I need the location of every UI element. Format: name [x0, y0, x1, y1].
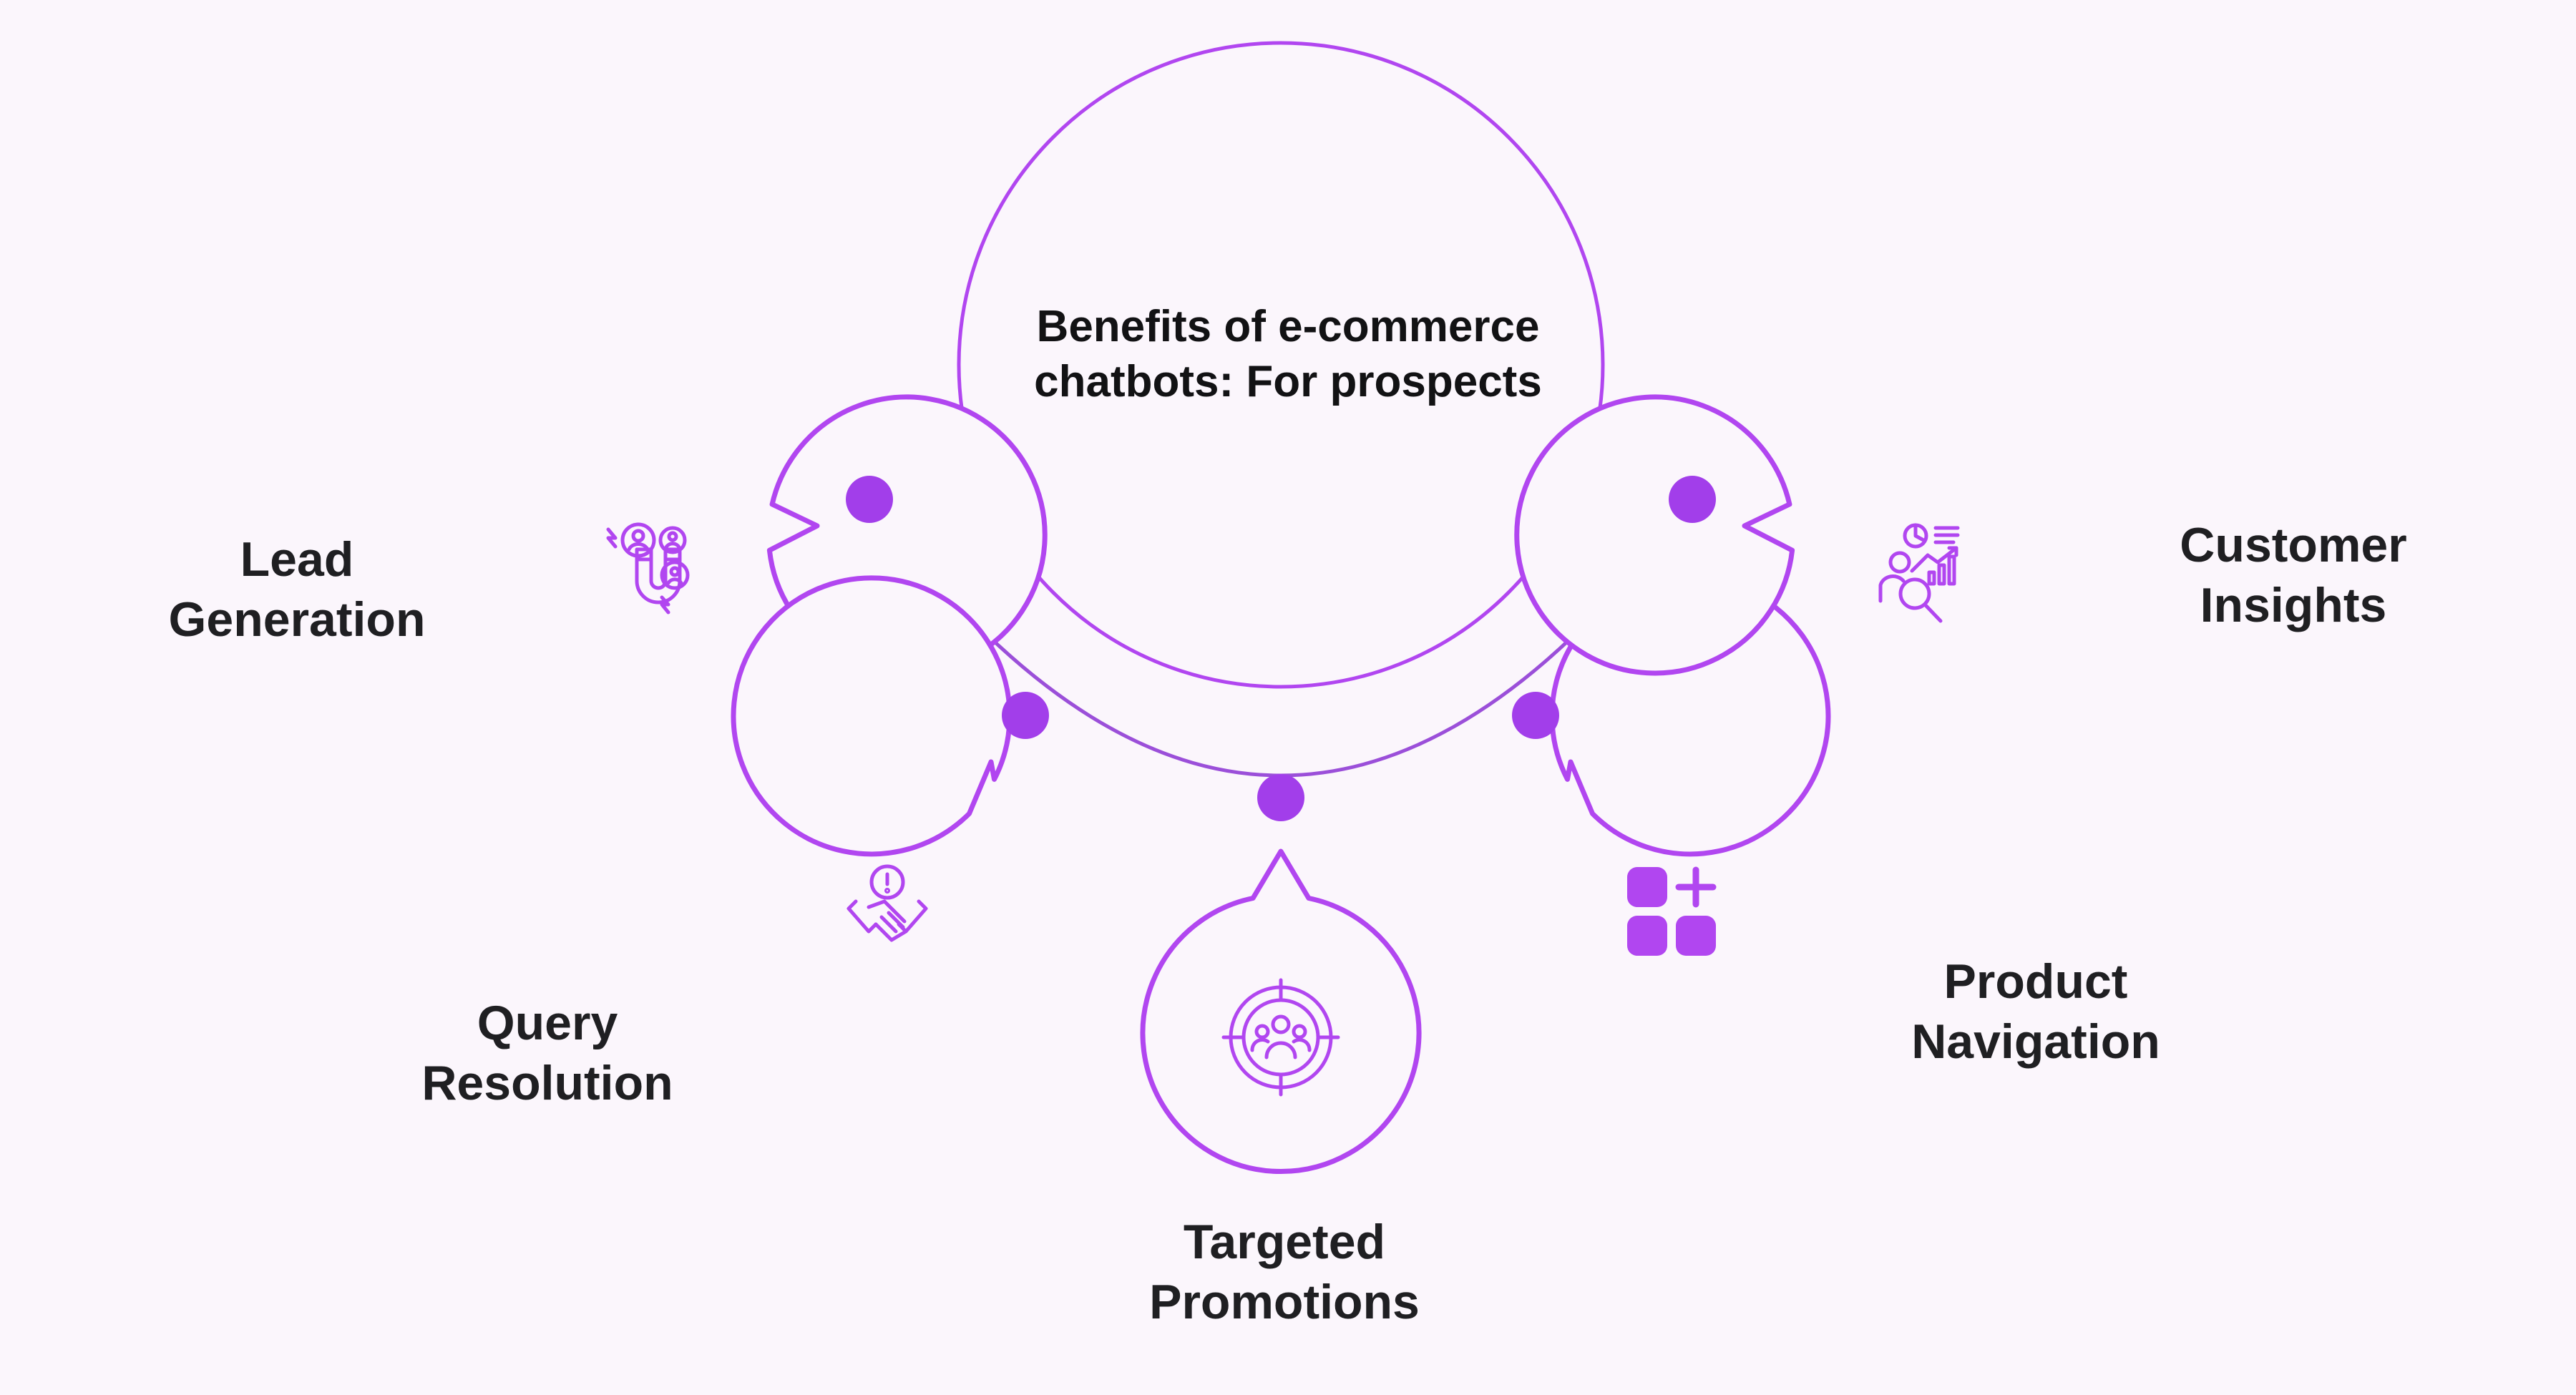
magnet-users-icon [606, 522, 690, 615]
label-query-resolution-line-2: Resolution [421, 1056, 673, 1110]
label-query-resolution-line-1: Query [477, 996, 618, 1050]
diagram-title-line-2: chatbots: For prospects [1034, 357, 1542, 406]
label-customer-insights: Customer Insights [2125, 515, 2462, 635]
diagram-title: Benefits of e-commerce chatbots: For pro… [930, 299, 1646, 409]
connector-dot-customer-insights [1669, 476, 1716, 523]
label-product-navigation: Product Navigation [1868, 951, 2204, 1072]
diagram-title-line-1: Benefits of e-commerce [1036, 302, 1540, 351]
target-audience-icon [1221, 978, 1340, 1097]
analytics-search-icon [1878, 523, 1960, 623]
bubble-targeted-promotions [1140, 848, 1422, 1175]
connector-dot-targeted-promotions [1257, 774, 1304, 821]
label-lead-generation-line-1: Lead [240, 532, 354, 587]
label-product-navigation-line-2: Navigation [1911, 1014, 2160, 1069]
label-query-resolution: Query Resolution [379, 993, 716, 1113]
center-circle [957, 41, 1605, 689]
label-customer-insights-line-2: Insights [2200, 578, 2387, 632]
connector-dot-query-resolution [1002, 692, 1049, 739]
label-targeted-promotions-line-1: Targeted [1183, 1215, 1386, 1269]
label-product-navigation-line-1: Product [1943, 954, 2128, 1009]
label-lead-generation: Lead Generation [129, 529, 465, 650]
bubble-customer-insights [1514, 394, 1960, 676]
label-targeted-promotions-line-2: Promotions [1149, 1275, 1420, 1329]
handshake-icon [847, 864, 928, 942]
label-targeted-promotions: Targeted Promotions [1116, 1212, 1453, 1332]
bubble-query-resolution [731, 575, 1013, 942]
connector-dot-product-navigation [1512, 692, 1559, 739]
connector-dot-lead-generation [846, 476, 893, 523]
app-grid-plus-icon [1627, 866, 1717, 956]
label-lead-generation-line-2: Generation [168, 592, 426, 647]
label-customer-insights-line-1: Customer [2180, 518, 2407, 572]
